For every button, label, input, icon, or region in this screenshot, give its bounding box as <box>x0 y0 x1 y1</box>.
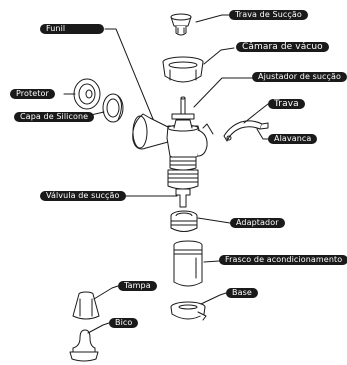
adapter-part <box>170 210 198 232</box>
label-silicone-cover: Capa de Silicone <box>14 112 95 122</box>
cap-part <box>72 291 100 320</box>
nipple-part <box>69 329 99 362</box>
suction-valve-part <box>175 188 191 208</box>
label-suction-adjuster: Ajustador de sucção <box>252 72 347 82</box>
vacuum-chamber-part <box>162 56 204 83</box>
label-protector: Protetor <box>10 89 55 99</box>
label-lock: Trava <box>268 99 305 109</box>
lever-handle-part <box>223 120 269 142</box>
label-vacuum-chamber: Câmara de vácuo <box>236 42 329 52</box>
storage-bottle-part <box>173 240 203 287</box>
protector-part <box>73 78 101 110</box>
leader-lines <box>63 14 269 334</box>
label-adapter: Adaptador <box>230 218 285 228</box>
label-cap: Tampa <box>118 281 157 291</box>
base-part <box>170 301 207 321</box>
label-nipple: Bico <box>109 318 139 328</box>
label-base: Base <box>226 288 258 298</box>
label-funnel: Funil <box>40 24 104 34</box>
label-lever: Alavanca <box>268 134 318 144</box>
silicone-cover-part <box>102 93 124 123</box>
funnel-body-part <box>132 113 214 190</box>
label-storage-bottle: Frasco de acondicionamento <box>219 255 347 265</box>
label-suction-lock: Trava de Sucção <box>229 10 308 20</box>
suction-lock-part <box>170 13 192 36</box>
suction-adjuster-part <box>171 96 195 120</box>
label-suction-valve: Válvula de sucção <box>40 191 126 201</box>
